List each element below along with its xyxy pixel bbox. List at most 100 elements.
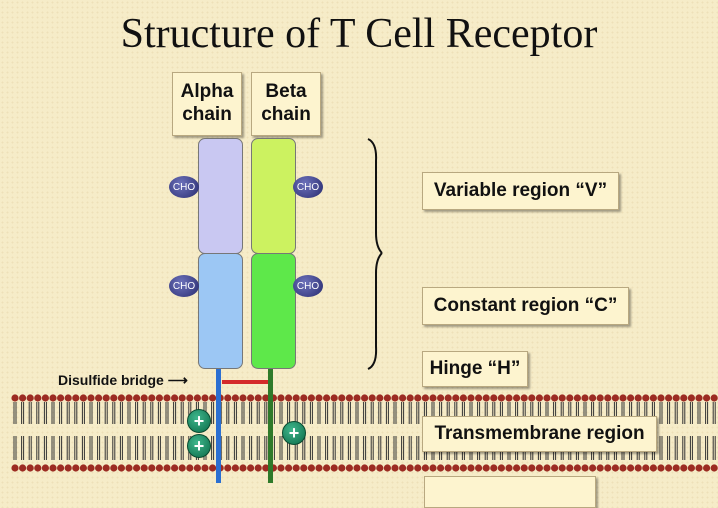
lipid-head <box>406 394 414 402</box>
lipid-head <box>672 464 680 472</box>
lipid-head <box>649 464 658 472</box>
lipid-head <box>543 464 551 472</box>
variable-region-label: Variable region “V” <box>422 172 619 210</box>
lipid-head <box>292 464 300 472</box>
lipid-head <box>657 394 665 402</box>
lipid-head <box>224 394 232 402</box>
lipid-head <box>414 394 422 402</box>
lipid-head <box>330 464 338 472</box>
lipid-head <box>452 394 460 402</box>
lipid-head <box>247 464 255 472</box>
lipid-head <box>323 394 331 402</box>
lipid-head <box>627 394 635 402</box>
lipid-head <box>558 394 566 402</box>
lipid-head <box>178 394 186 402</box>
alpha-constant-domain <box>198 253 243 369</box>
lipid-head <box>201 464 209 472</box>
lipid-head <box>133 394 141 402</box>
transmembrane-region-label: Transmembrane region <box>422 416 657 452</box>
lipid-head <box>49 464 57 472</box>
lipid-head <box>695 394 703 402</box>
lipid-head <box>102 464 110 472</box>
lipid-head <box>505 394 513 402</box>
lipid-head <box>634 394 642 402</box>
lipid-head <box>307 394 315 402</box>
cell-membrane <box>11 394 718 472</box>
lipid-head <box>558 464 566 472</box>
lipid-head <box>148 394 156 402</box>
positive-charge-icon: + <box>187 434 211 458</box>
hinge-label: Hinge “H” <box>422 351 528 387</box>
lipid-head <box>589 464 597 472</box>
lipid-head <box>26 394 34 402</box>
lipid-head <box>391 394 399 402</box>
glycan-alpha-variable: CHO <box>169 176 199 198</box>
lipid-head <box>72 394 80 402</box>
lipid-head <box>41 464 50 472</box>
lipid-head <box>482 394 490 402</box>
positive-charge-icon: + <box>187 409 211 433</box>
lipid-head <box>634 464 642 472</box>
lipid-head <box>87 464 95 472</box>
lipid-head <box>64 464 72 472</box>
lipid-head <box>79 464 87 472</box>
lipid-head <box>429 394 437 402</box>
lipid-head <box>376 464 384 472</box>
lipid-head <box>649 394 658 402</box>
lipid-head <box>239 394 247 402</box>
lipid-head <box>642 394 650 402</box>
lipid-head <box>528 394 536 402</box>
lipid-head <box>368 464 376 472</box>
lipid-head <box>368 394 376 402</box>
lipid-head <box>117 394 125 402</box>
lipid-head <box>596 394 604 402</box>
glycan-beta-variable: CHO <box>293 176 323 198</box>
lipid-head <box>285 464 293 472</box>
lipid-head <box>26 464 34 472</box>
lipid-head <box>710 464 718 472</box>
lipid-head <box>482 464 490 472</box>
lipid-head <box>300 394 308 402</box>
lipid-head <box>11 394 19 402</box>
disulfide-bridge <box>222 380 268 384</box>
alpha-transmembrane-segment <box>216 365 221 483</box>
positive-charge-icon: + <box>282 421 306 445</box>
lipid-head <box>95 464 103 472</box>
lipid-head <box>254 464 262 472</box>
lipid-head <box>57 394 65 402</box>
lipid-head <box>497 394 505 402</box>
lipid-head <box>292 394 300 402</box>
lipid-head <box>19 464 27 472</box>
lipid-head <box>277 394 285 402</box>
lipid-head <box>34 394 42 402</box>
lipid-head <box>239 464 247 472</box>
lipid-head <box>627 464 635 472</box>
lipid-head <box>421 394 429 402</box>
lipid-head <box>490 394 498 402</box>
lipid-head <box>171 464 179 472</box>
lipid-head <box>399 394 407 402</box>
lipid-head <box>437 394 445 402</box>
glycan-beta-constant: CHO <box>293 275 323 297</box>
lipid-head <box>391 464 399 472</box>
lipid-head <box>11 464 19 472</box>
lipid-head <box>687 394 696 402</box>
lipid-head <box>581 464 589 472</box>
lipid-head <box>140 464 148 472</box>
lipid-head <box>361 394 369 402</box>
lipid-head <box>300 464 308 472</box>
alpha-chain-label: Alpha chain <box>172 72 242 136</box>
lipid-head <box>247 394 255 402</box>
lipid-head <box>497 464 505 472</box>
lipid-head <box>680 464 688 472</box>
beta-transmembrane-segment <box>268 365 273 483</box>
lipid-head <box>262 464 270 472</box>
lipid-head <box>596 464 604 472</box>
lipid-head <box>315 394 323 402</box>
lipid-head <box>695 464 703 472</box>
lipid-head <box>231 394 239 402</box>
lipid-head <box>475 464 483 472</box>
lipid-head <box>459 394 467 402</box>
lipid-head <box>41 394 50 402</box>
lipid-head <box>459 464 467 472</box>
